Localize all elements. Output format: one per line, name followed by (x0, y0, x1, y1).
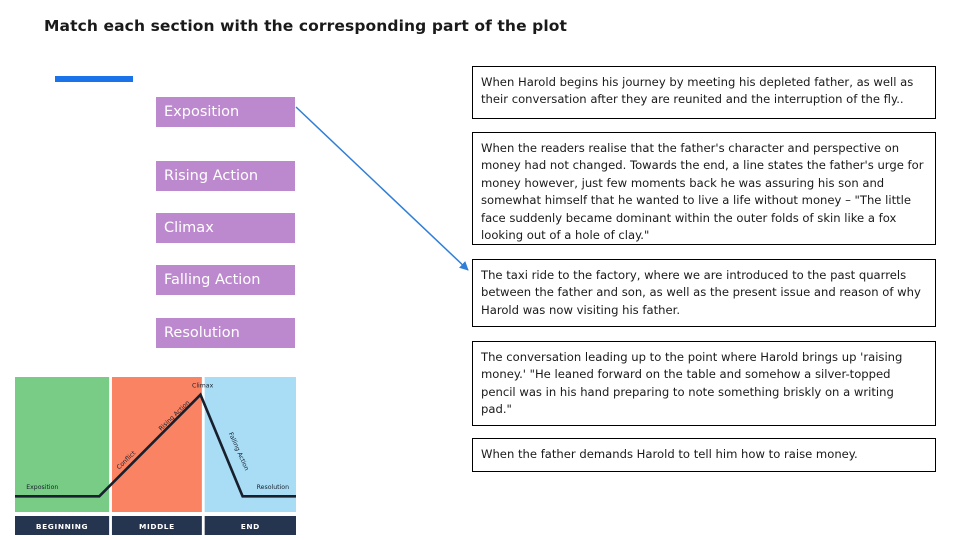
plot-bar-label-beginning: BEGINNING (36, 522, 88, 531)
stage-label-rising-action[interactable]: Rising Action (156, 161, 295, 191)
description-box-4[interactable]: The conversation leading up to the point… (472, 341, 936, 426)
plot-axis-bar: BEGINNING MIDDLE END (15, 516, 296, 535)
plot-line-group (15, 392, 296, 498)
description-box-3[interactable]: The taxi ride to the factory, where we a… (472, 259, 936, 327)
plot-section-middle (111, 377, 202, 512)
arrow-exposition-to-taxi-ride (295, 106, 469, 271)
plot-sections (15, 377, 296, 512)
stage-label-falling-action[interactable]: Falling Action (156, 265, 295, 295)
stage-label-exposition[interactable]: Exposition (156, 97, 295, 127)
plot-section-beginning (15, 377, 110, 512)
description-box-1[interactable]: When Harold begins his journey by meetin… (472, 66, 936, 119)
plot-curve (15, 392, 296, 498)
stage-label-climax[interactable]: Climax (156, 213, 295, 243)
plot-bar-middle (111, 516, 202, 535)
plot-bar-beginning (15, 516, 110, 535)
plot-bar-label-end: END (241, 522, 260, 531)
plot-bar-end (204, 516, 296, 535)
stage-label-resolution[interactable]: Resolution (156, 318, 295, 348)
plot-annotation-resolution: Resolution (257, 484, 289, 491)
description-box-5[interactable]: When the father demands Harold to tell h… (472, 438, 936, 472)
plot-bar-label-middle: MIDDLE (139, 522, 175, 531)
plot-section-end (204, 377, 296, 512)
plot-annotation-exposition: Exposition (26, 484, 58, 491)
plot-annotation-climax: Climax (192, 382, 214, 389)
description-box-2[interactable]: When the readers realise that the father… (472, 132, 936, 245)
page-title: Match each section with the correspondin… (44, 17, 568, 35)
accent-bar (55, 76, 133, 82)
